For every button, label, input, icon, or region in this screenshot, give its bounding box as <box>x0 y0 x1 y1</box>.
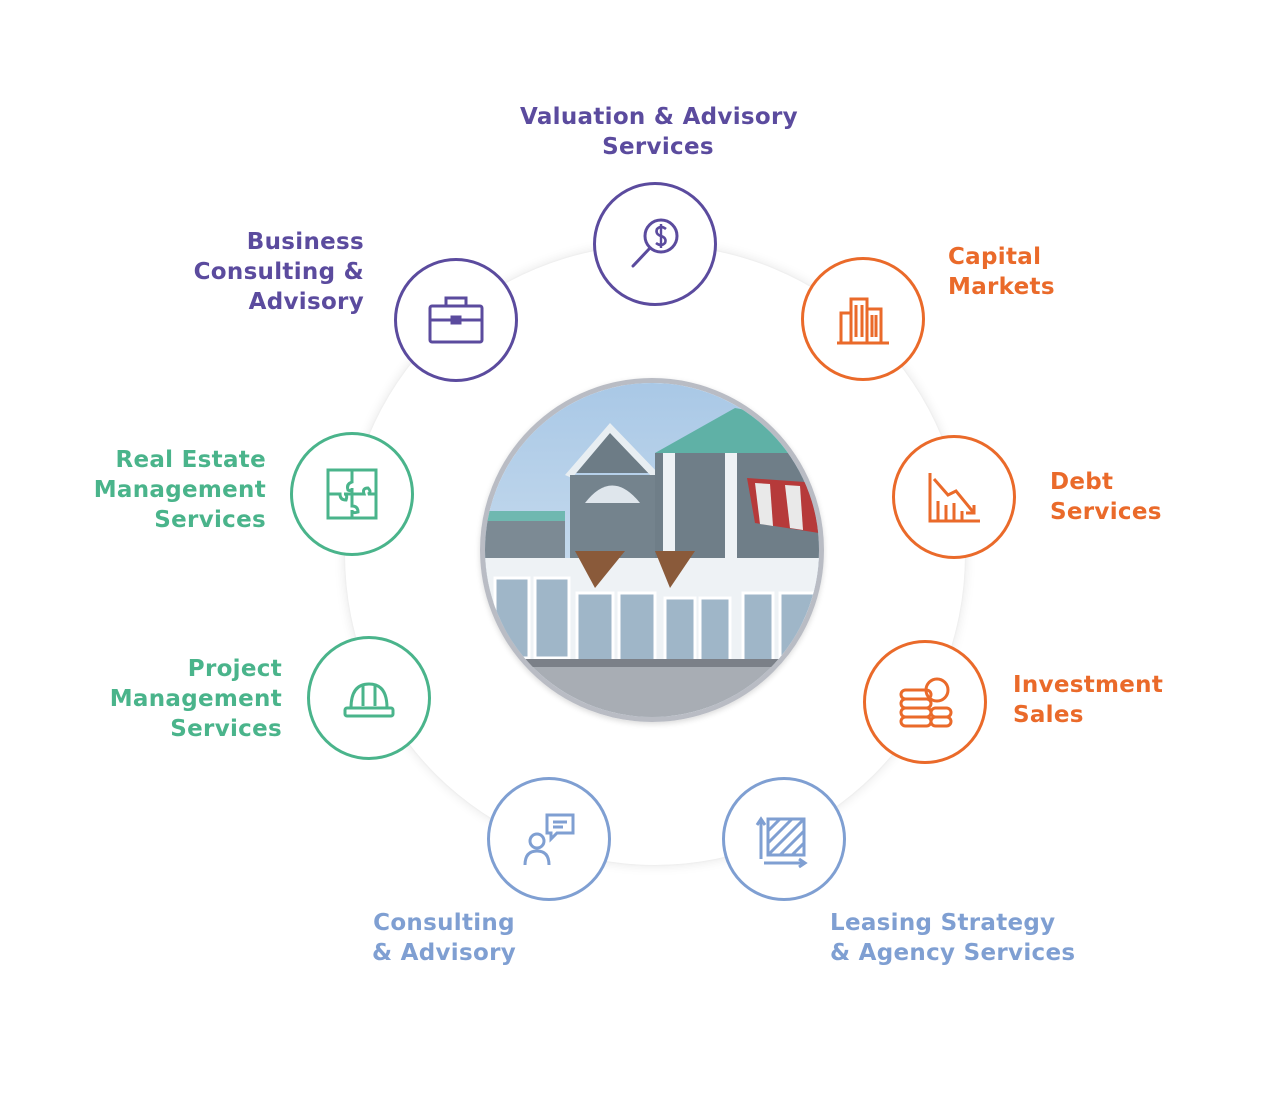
node-consulting-advisory[interactable] <box>487 777 611 901</box>
label-real-estate-management: Real Estate Management Services <box>90 445 266 535</box>
label-line: Markets <box>948 274 1055 300</box>
label-line: Consulting <box>373 910 515 936</box>
label-capital-markets: Capital Markets <box>948 242 1055 302</box>
label-valuation: Valuation & Advisory Services <box>520 102 798 162</box>
label-line: Services <box>154 507 266 533</box>
label-line: Project <box>187 656 282 682</box>
dollar-magnifier-icon <box>631 218 679 268</box>
label-line: Debt <box>1050 469 1114 495</box>
area-expand-icon <box>755 816 808 869</box>
coin-stack-icon <box>899 677 953 728</box>
label-line: Valuation & Advisory <box>520 104 798 130</box>
label-line: Capital <box>948 244 1042 270</box>
node-leasing-strategy[interactable] <box>722 777 846 901</box>
label-debt-services: Debt Services <box>1050 467 1162 527</box>
label-line: & Advisory <box>371 940 517 966</box>
puzzle-icon <box>326 468 378 520</box>
label-line: Leasing Strategy <box>830 910 1056 936</box>
node-valuation[interactable] <box>593 182 717 306</box>
label-line: Management <box>109 686 282 712</box>
node-investment-sales[interactable] <box>863 640 987 764</box>
hard-hat-icon <box>343 682 395 718</box>
label-business-consulting: Business Consulting & Advisory <box>180 227 364 317</box>
label-investment-sales: Investment Sales <box>1013 670 1163 730</box>
node-real-estate-management[interactable] <box>290 432 414 556</box>
node-debt-services[interactable] <box>892 435 1016 559</box>
label-line: Management <box>93 477 266 503</box>
declining-chart-icon <box>928 473 980 523</box>
label-leasing-strategy: Leasing Strategy & Agency Services <box>830 908 1075 968</box>
label-project-management: Project Management Services <box>100 654 282 744</box>
label-line: Advisory <box>248 289 364 315</box>
label-line: Investment <box>1013 672 1164 698</box>
label-line: Services <box>170 716 282 742</box>
label-line: Business <box>246 229 364 255</box>
briefcase-icon <box>428 296 484 344</box>
label-line: Consulting & <box>193 259 364 285</box>
node-capital-markets[interactable] <box>801 257 925 381</box>
label-line: Sales <box>1013 702 1084 728</box>
buildings-icon <box>837 297 889 345</box>
label-consulting-advisory: Consulting & Advisory <box>370 908 518 968</box>
node-business-consulting[interactable] <box>394 258 518 382</box>
label-line: Services <box>1050 499 1162 525</box>
node-project-management[interactable] <box>307 636 431 760</box>
label-line: Real Estate <box>115 447 266 473</box>
center-building-photo <box>480 378 824 722</box>
label-line: & Agency Services <box>830 940 1076 966</box>
label-line: Services <box>602 134 714 160</box>
person-chat-icon <box>523 813 575 866</box>
